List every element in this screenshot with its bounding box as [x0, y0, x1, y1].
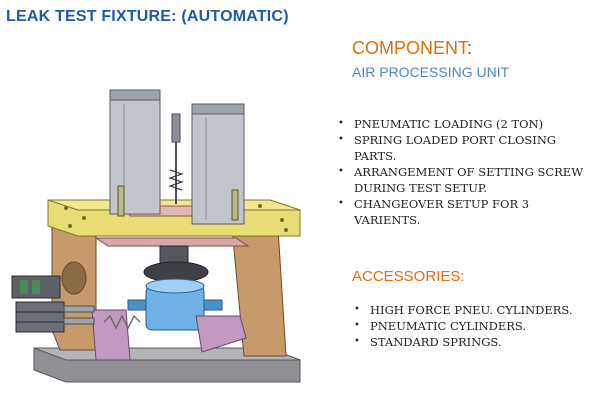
feature-item: SPRING LOADED PORT CLOSING PARTS. [336, 132, 598, 164]
slide-title: LEAK TEST FIXTURE: (AUTOMATIC) [6, 8, 289, 25]
accessories-heading: ACCESSORIES: [352, 268, 465, 285]
component-heading-colon: : [467, 38, 473, 58]
side-cylinder-block-lower [15, 301, 65, 333]
accessory-item: HIGH FORCE PNEU. CYLINDERS. [352, 302, 596, 318]
accessory-item: PNEUMATIC CYLINDERS. [352, 318, 596, 334]
component-heading: COMPONENT: [352, 38, 472, 59]
feature-list: PNEUMATIC LOADING (2 TON) SPRING LOADED … [336, 116, 598, 228]
feature-item: ARRANGEMENT OF SETTING SCREW DURING TEST… [336, 164, 598, 196]
component-heading-label: COMPONENT [352, 38, 468, 58]
component-name: AIR PROCESSING UNIT [352, 64, 510, 80]
fixture-cad-illustration [11, 89, 301, 383]
feature-item: CHANGEOVER SETUP FOR 3 VARIENTS. [336, 196, 598, 228]
accessory-item: STANDARD SPRINGS. [352, 334, 596, 350]
accessories-list: HIGH FORCE PNEU. CYLINDERS. PNEUMATIC CY… [352, 302, 596, 350]
feature-item: PNEUMATIC LOADING (2 TON) [336, 116, 598, 132]
